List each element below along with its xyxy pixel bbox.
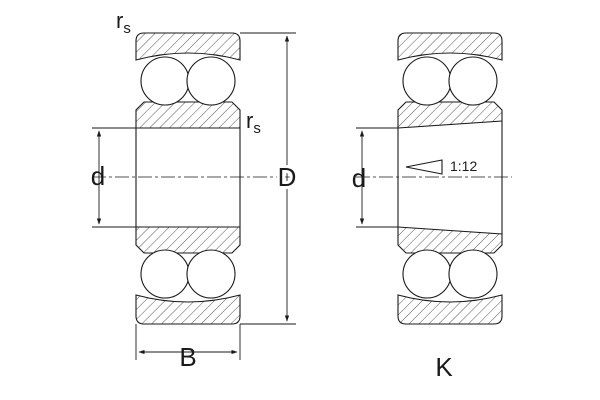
taper-ratio-label: 1:12	[450, 158, 477, 174]
outer-diameter-label: D	[278, 162, 297, 192]
outer-ring-upper	[135, 32, 241, 61]
left-bearing-view	[92, 32, 290, 325]
ball-lower-left	[140, 249, 190, 299]
taper-symbol	[405, 159, 443, 175]
ball-lower-right	[186, 249, 236, 299]
inner-ring-lower-k	[397, 226, 503, 254]
ball-lower-right-k	[448, 249, 498, 299]
ball-lower-left-k	[402, 249, 452, 299]
bore-label-right: d	[352, 163, 366, 193]
ball-upper-right	[186, 56, 236, 106]
right-lower-section	[397, 226, 503, 325]
left-lower-section	[135, 226, 241, 325]
left-dimensions	[92, 32, 296, 360]
variant-label: K	[435, 352, 453, 382]
right-dimensions	[356, 127, 398, 228]
outer-ring-lower	[135, 294, 241, 325]
rs-label-top: rs	[116, 8, 131, 37]
ball-upper-right-k	[448, 56, 498, 106]
left-upper-section	[135, 32, 241, 129]
ball-upper-left	[140, 56, 190, 106]
outer-ring-upper-k	[397, 32, 503, 61]
ball-upper-left-k	[402, 56, 452, 106]
right-upper-section	[397, 32, 503, 129]
width-label: B	[179, 342, 196, 372]
rs-label-inner-s: s	[253, 120, 261, 137]
right-bearing-view	[356, 32, 512, 325]
inner-ring-upper-k	[397, 101, 503, 129]
inner-ring-lower	[135, 226, 241, 254]
rs-label-inner-r: r	[246, 108, 253, 133]
outer-ring-lower-k	[397, 294, 503, 325]
rs-label-top-r: r	[116, 8, 123, 33]
rs-label-top-s: s	[123, 20, 131, 37]
rs-label-inner: rs	[246, 108, 261, 137]
inner-ring-upper	[135, 101, 241, 129]
bore-label-left: d	[91, 161, 105, 191]
